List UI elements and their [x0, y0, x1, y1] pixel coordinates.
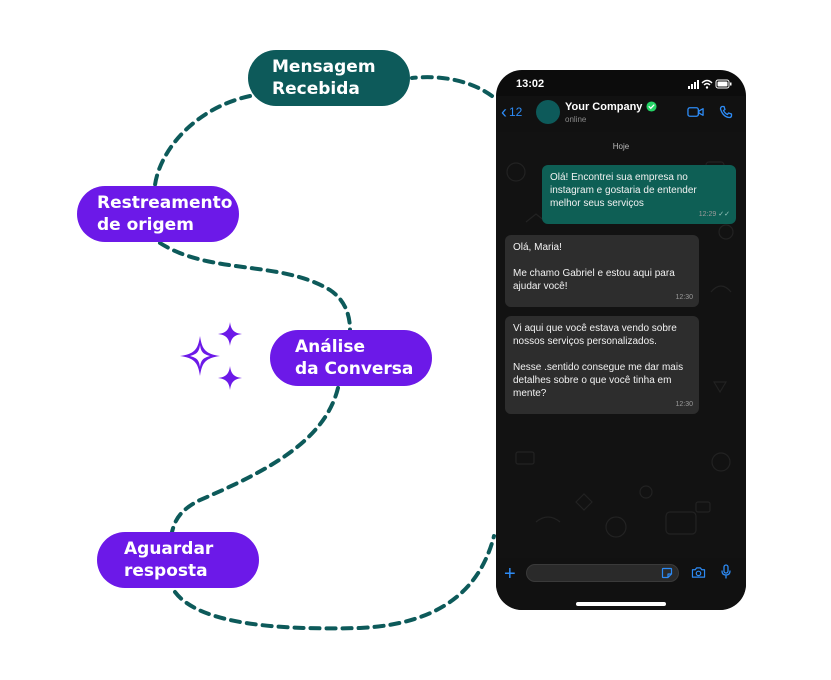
- plus-icon[interactable]: +: [504, 563, 516, 585]
- connector-mensagem-to-restreamento: [153, 94, 252, 187]
- node-label-line: Recebida: [272, 79, 360, 99]
- node-label-line: Mensagem: [272, 57, 376, 77]
- connector-restreamento-to-analise: [158, 241, 352, 332]
- message-time-text: 12:29: [698, 211, 717, 218]
- message-text: Me chamo Gabriel e estou aqui para ajuda…: [513, 268, 675, 292]
- contact-status: online: [565, 115, 587, 124]
- node-label-line: Análise: [295, 337, 366, 357]
- sparkle-icon: [180, 322, 242, 390]
- message-text: Olá! Encontrei sua empresa no instagram …: [550, 172, 697, 209]
- connector-phone-to-mensagem: [410, 75, 494, 98]
- verified-icon: [646, 101, 657, 112]
- sticker-icon[interactable]: [661, 567, 673, 579]
- camera-icon[interactable]: [691, 566, 706, 579]
- connector-analise-to-aguardar: [170, 386, 340, 534]
- message-bubble-incoming[interactable]: Vi aqui que você estava vendo sobre noss…: [505, 316, 699, 414]
- status-icons: [688, 79, 732, 89]
- message-bubble-incoming[interactable]: Olá, Maria! Me chamo Gabriel e estou aqu…: [505, 235, 699, 307]
- message-text: Olá, Maria!: [513, 242, 562, 253]
- message-time: 12:29 ✓✓: [699, 208, 730, 221]
- message-text: Nesse .sentido consegue me dar mais deta…: [513, 362, 684, 399]
- message-input[interactable]: [526, 564, 679, 582]
- signal-icon: [688, 80, 699, 89]
- message-input-bar: +: [496, 558, 746, 610]
- unread-count: 12: [509, 105, 523, 119]
- contact-name[interactable]: Your Company: [565, 101, 643, 113]
- node-label-line: da Conversa: [295, 359, 414, 379]
- date-chip: Hoje: [612, 142, 630, 151]
- microphone-icon[interactable]: [721, 564, 731, 580]
- node-label-line: de origem: [97, 215, 194, 235]
- message-bubble-outgoing[interactable]: Olá! Encontrei sua empresa no instagram …: [542, 165, 736, 224]
- message-text: Vi aqui que você estava vendo sobre noss…: [513, 323, 677, 347]
- message-time: 12:30: [675, 401, 693, 408]
- status-bar: 13:02: [496, 70, 746, 96]
- chat-body: Hoje Olá! Encontrei sua empresa no insta…: [496, 132, 746, 558]
- connector-aguardar-to-phone: [173, 534, 496, 631]
- wifi-icon: [701, 79, 713, 86]
- status-time: 13:02: [516, 78, 545, 90]
- phone-mockup: 13:02 ‹ 12 Your Company online: [496, 70, 746, 610]
- chevron-left-icon: ‹: [501, 102, 507, 122]
- read-receipt-icon: ✓✓: [718, 211, 730, 218]
- node-label-line: Restreamento: [97, 193, 233, 213]
- node-label-line: resposta: [124, 561, 208, 581]
- node-label-line: Aguardar: [124, 539, 214, 559]
- phone-call-icon[interactable]: [719, 105, 733, 119]
- avatar[interactable]: [536, 100, 560, 124]
- chat-header: ‹ 12 Your Company online: [496, 96, 746, 132]
- back-button[interactable]: ‹ 12: [501, 103, 522, 121]
- battery-icon: [715, 79, 732, 89]
- message-time: 12:30: [675, 294, 693, 301]
- video-call-icon[interactable]: [687, 106, 704, 118]
- home-indicator: [576, 602, 666, 606]
